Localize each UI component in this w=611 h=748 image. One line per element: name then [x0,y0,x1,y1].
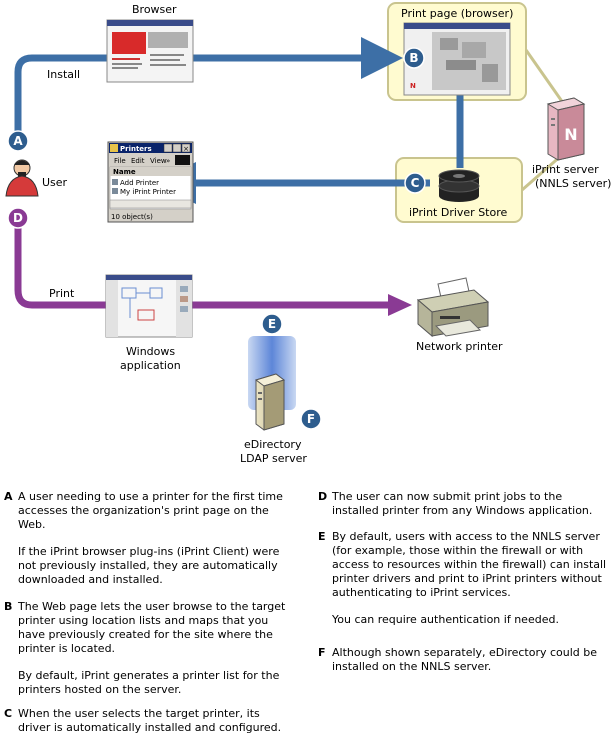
printers-window: Printers × File Edit View » Name Add Pri… [107,141,194,223]
menu-view[interactable]: View [150,157,167,165]
marker-d [7,207,29,229]
note-f-text-1: Although shown separately, eDirectory co… [332,646,598,673]
note-f-letter: F [318,646,326,659]
print-page-thumbnail: N [403,22,511,96]
close-icon: × [183,145,189,153]
marker-e-text: E [268,317,276,331]
note-b-text-1: The Web page lets the user browse to the… [18,600,286,655]
status-bar: 10 object(s) [111,213,153,221]
add-printer-item[interactable]: Add Printer [120,179,159,187]
add-printer-icon [112,179,118,185]
note-a-letter: A [4,490,13,503]
windows-logo-icon [175,155,190,165]
windows-app-label-2: application [120,359,181,372]
server-link-top [524,49,570,111]
note-b-letter: B [4,600,13,613]
printers-window-titlebar [109,143,192,153]
note-e-letter: E [318,530,326,543]
iprint-server-icon: N [546,97,586,161]
marker-b-text: B [409,51,418,65]
user-icon [5,159,39,197]
edirectory-server-icon [248,336,296,431]
note-e-text-2: You can require authentication if needed… [332,613,559,626]
user-label: User [42,176,68,189]
marker-a [7,130,29,152]
network-printer-icon [416,277,490,338]
note-b: B The Web page lets the user browse to t… [4,600,294,710]
svg-text:N: N [564,125,577,144]
print-path [14,225,390,309]
close-button[interactable] [181,143,191,153]
browser-thumbnail [106,19,194,83]
install-path [14,37,403,140]
iprint-server-sublabel: (NNLS server) [535,177,611,190]
maximize-button[interactable] [172,143,182,153]
browser-label: Browser [132,3,177,16]
note-e-text-1: By default, users with access to the NNL… [332,530,607,599]
svg-text:N: N [410,82,416,90]
note-d-letter: D [318,490,328,503]
marker-a-text: A [13,134,23,148]
windows-app-label-1: Windows [126,345,175,358]
menu-file[interactable]: File [114,157,126,165]
iprint-server-label: iPrint server [532,163,599,176]
marker-c [404,172,426,194]
print-page-label: Print page (browser) [401,7,513,20]
marker-e [261,313,283,335]
server-link-bottom [521,153,563,192]
printer-icon [112,188,118,194]
marker-d-text: D [13,211,23,225]
menu-more[interactable]: » [166,157,170,165]
marker-f-text: F [307,412,315,426]
marker-c-text: C [411,176,420,190]
driver-store-icon [438,169,480,202]
iprint-diagram: Browser Install Print page (browser) N A… [5,2,611,465]
note-f: F Although shown separately, eDirectory … [318,646,608,687]
note-d: D The user can now submit print jobs to … [318,490,608,531]
note-c-text-1: When the user selects the target printer… [18,707,282,734]
install-label: Install [47,68,80,81]
note-a: A A user needing to use a printer for th… [4,490,294,600]
note-d-text-1: The user can now submit print jobs to th… [332,490,593,517]
column-name-header[interactable]: Name [113,168,136,176]
print-path-arrow [388,294,412,316]
edirectory-label-2: LDAP server [240,452,307,465]
horizontal-scrollbar[interactable] [109,199,192,209]
note-b-text-2: By default, iPrint generates a printer l… [18,669,280,696]
print-label: Print [49,287,75,300]
minimize-button[interactable] [163,143,173,153]
network-printer-label: Network printer [416,340,503,353]
note-c: C When the user selects the target print… [4,707,294,748]
marker-b [403,47,425,69]
note-c-letter: C [4,707,13,720]
driver-store-label: iPrint Driver Store [409,206,508,219]
printers-window-title: Printers [120,145,152,153]
marker-f [300,408,322,430]
note-e: E By default, users with access to the N… [318,530,608,640]
menu-edit[interactable]: Edit [131,157,145,165]
my-iprint-printer-item[interactable]: My iPrint Printer [120,188,176,196]
note-a-text-2: If the iPrint browser plug-ins (iPrint C… [18,545,280,586]
note-a-text-1: A user needing to use a printer for the … [18,490,283,531]
windows-application-thumbnail [105,274,193,338]
edirectory-label-1: eDirectory [244,438,302,451]
